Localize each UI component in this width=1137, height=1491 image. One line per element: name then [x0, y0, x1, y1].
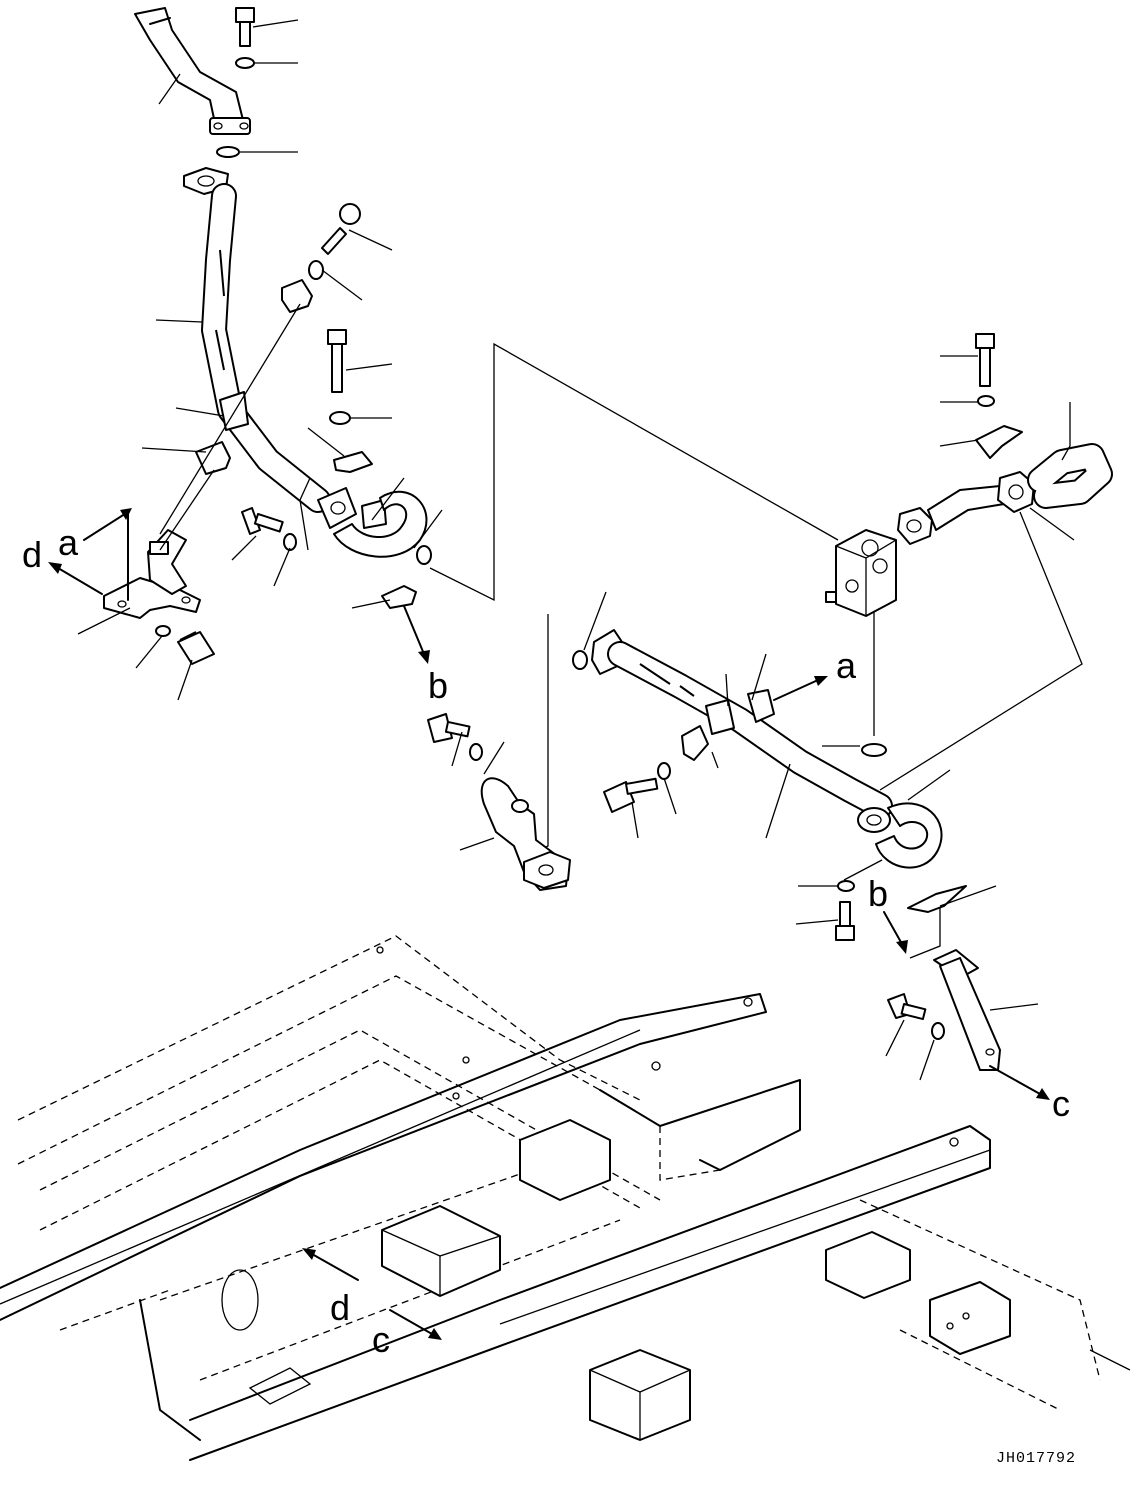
label-c-frame: c	[372, 1319, 390, 1360]
valve-block-assembly	[825, 333, 1113, 617]
label-b-right: b	[868, 873, 888, 914]
upper-left-hose-assembly	[103, 7, 432, 665]
leader-lines-upper-left	[77, 19, 443, 701]
label-b-top: b	[428, 665, 448, 706]
arrow-c-right	[989, 1065, 1050, 1100]
leader-lines-lower-right	[795, 885, 1039, 1081]
label-d-top: d	[22, 534, 42, 575]
arrow-b-right	[883, 911, 908, 954]
label-c-right: c	[1052, 1083, 1070, 1124]
lower-right-bracket-assembly	[835, 880, 1001, 1071]
arrow-d-top	[48, 562, 103, 595]
drawing-code: JH017792	[996, 1450, 1076, 1467]
label-a-top: a	[58, 522, 79, 563]
machine-frame	[0, 935, 1131, 1461]
arrow-b-top	[403, 605, 430, 664]
arrow-c-frame	[389, 1309, 442, 1340]
arrow-a-right	[773, 676, 828, 701]
arrow-d-frame	[302, 1248, 359, 1281]
middle-hose-assembly	[427, 629, 943, 891]
leader-lines-middle	[451, 591, 951, 851]
leader-lines-valve	[939, 355, 1075, 541]
connection-lines	[429, 342, 1083, 959]
arrow-a-top	[83, 508, 132, 601]
label-d-frame: d	[330, 1287, 350, 1328]
label-a-right: a	[836, 645, 857, 686]
